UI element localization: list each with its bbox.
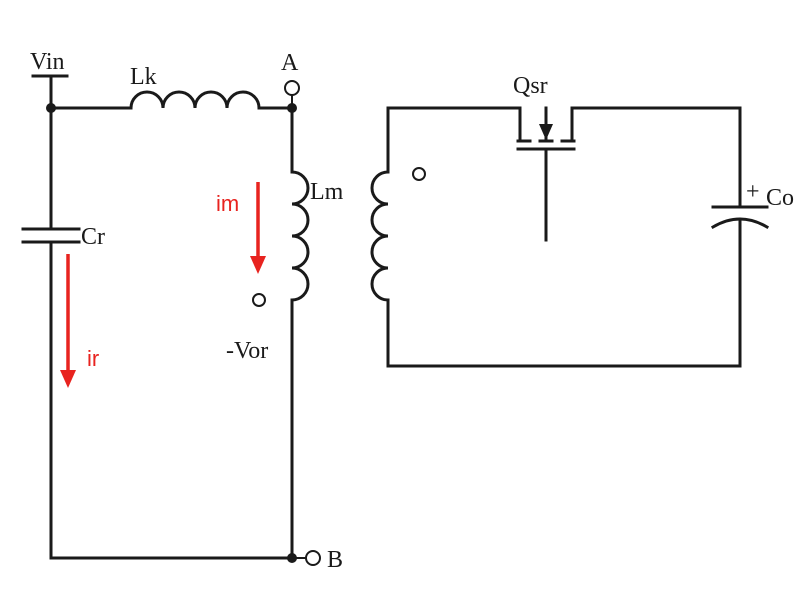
- co-plus-sign: +: [746, 179, 760, 205]
- lk-label: Lk: [130, 64, 157, 90]
- cr-label: Cr: [81, 224, 105, 250]
- co-capacitor: [710, 205, 770, 230]
- node-b-label: B: [327, 547, 343, 573]
- node-a-terminal: [284, 80, 300, 96]
- node-a-label: A: [281, 50, 299, 76]
- lm-polarity-dot: [252, 293, 266, 307]
- qsr-label: Qsr: [513, 73, 548, 99]
- ir-label: ir: [87, 346, 99, 371]
- vin-label: Vin: [30, 49, 65, 75]
- co-label: Co: [766, 185, 794, 211]
- secondary-polarity-dot: [412, 167, 426, 181]
- qsr-mosfet: [516, 106, 576, 242]
- node-b-terminal: [305, 550, 321, 566]
- im-current-arrow: [250, 182, 266, 274]
- lk-inductor: [129, 90, 261, 109]
- vin-terminal: [31, 74, 69, 110]
- vor-label: -Vor: [226, 338, 268, 364]
- secondary-winding: [370, 170, 389, 302]
- cr-capacitor: [21, 227, 81, 244]
- im-label: im: [216, 191, 239, 216]
- lm-inductor: [291, 170, 310, 302]
- ir-current-arrow: [60, 254, 76, 388]
- lm-label: Lm: [310, 179, 344, 205]
